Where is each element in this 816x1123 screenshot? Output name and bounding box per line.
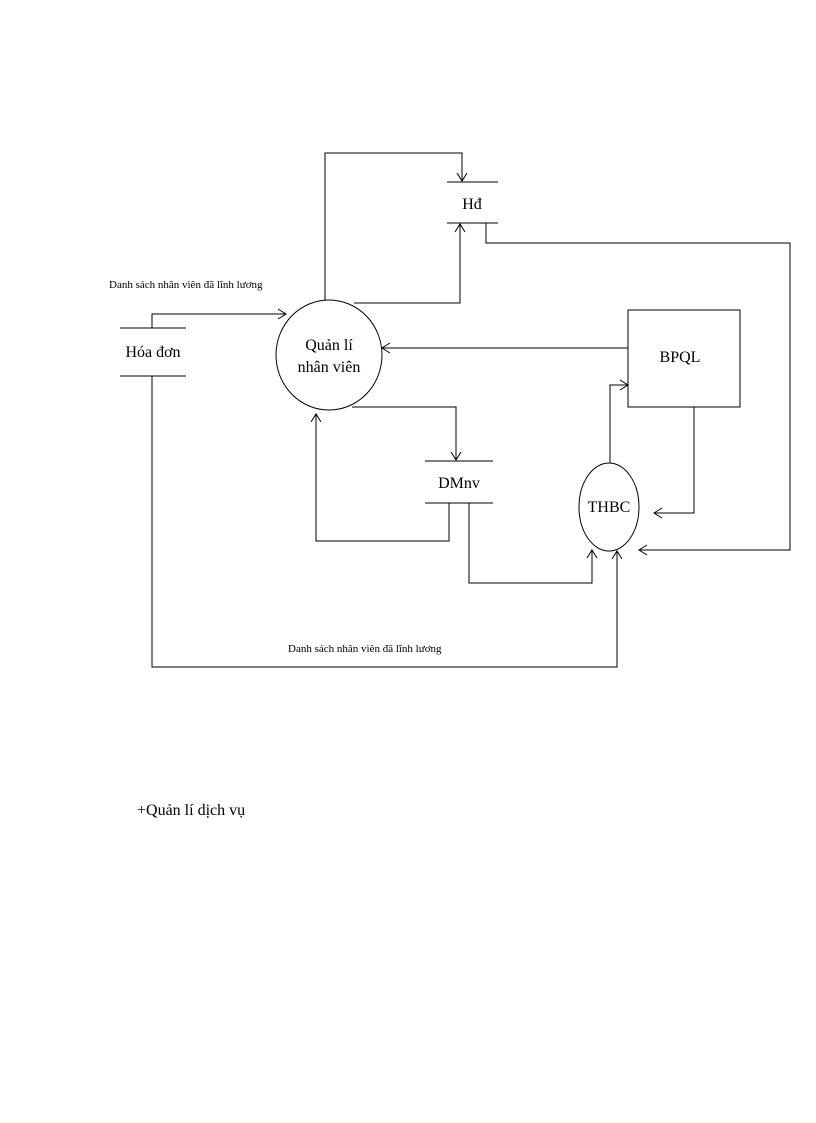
flow-quanli-to-dmnv — [352, 406, 462, 461]
flow-bottom-label: Danh sách nhân viên đã lĩnh lương — [288, 643, 442, 655]
section-heading: +Quản lí dịch vụ — [137, 802, 246, 819]
entity-bpql: BPQL — [627, 309, 741, 408]
flow-hoadon-to-quanli: Danh sách nhân viên đã lĩnh lương — [109, 279, 287, 328]
datastore-dmnv: DMnv — [425, 460, 493, 504]
process-thbc: THBC — [578, 462, 640, 552]
datastore-hoa-don-label: Hóa đơn — [125, 344, 180, 361]
process-quan-li-label-line1: Quản lí — [305, 337, 353, 354]
flow-top-label: Danh sách nhân viên đã lĩnh lương — [109, 279, 263, 291]
process-quan-li-label-line2: nhân viên — [298, 359, 361, 376]
entity-bpql-label: BPQL — [660, 349, 701, 366]
datastore-dmnv-label: DMnv — [438, 475, 480, 492]
flow-dmnv-to-quanli — [310, 413, 450, 542]
flow-bpql-to-quanli — [381, 342, 628, 354]
flow-hd-to-thbc — [485, 223, 791, 556]
flow-quanli-to-hd-bottom — [354, 223, 466, 304]
datastore-hd: Hđ — [447, 181, 498, 224]
process-thbc-label: THBC — [588, 499, 631, 516]
process-quan-li-nhan-vien: Quản lí nhân viên — [275, 299, 383, 411]
datastore-hd-label: Hđ — [462, 196, 482, 213]
datastore-hoa-don: Hóa đơn — [120, 327, 186, 377]
flow-thbc-to-bpql — [609, 379, 629, 463]
flow-hoadon-to-thbc: Danh sách nhân viên đã lĩnh lương — [151, 376, 623, 668]
flow-quanli-to-hd-top — [324, 152, 468, 300]
flow-dmnv-to-thbc — [468, 503, 598, 584]
flow-bpql-to-thbc — [653, 407, 695, 519]
